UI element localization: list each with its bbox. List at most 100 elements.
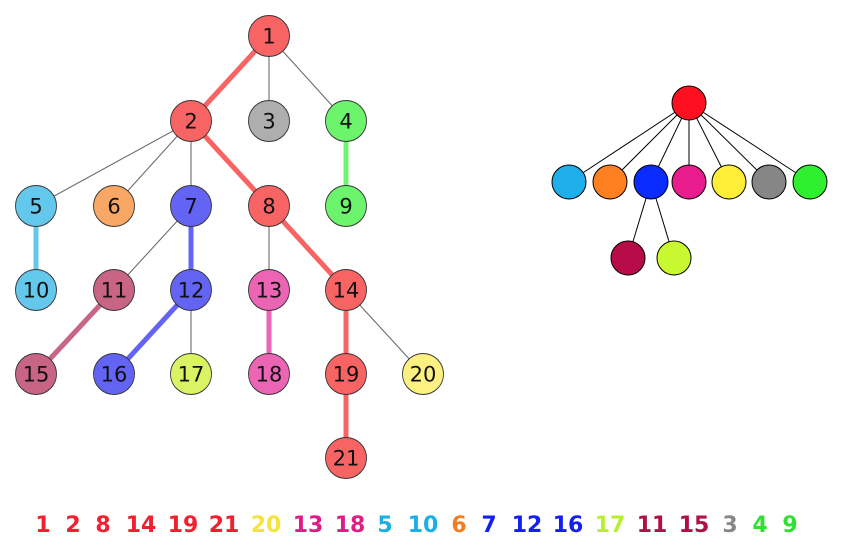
compressed-edge-root-c6 — [688, 102, 770, 183]
sequence-item-21: 21 — [209, 513, 240, 538]
tree-node-label: 15 — [23, 363, 50, 387]
tree-node-circle — [248, 353, 290, 395]
compressed-edge-root-c7 — [688, 102, 811, 183]
tree-node-11: 11 — [93, 269, 135, 311]
sequence-item-16: 16 — [553, 513, 584, 538]
sequence-item-20: 20 — [251, 513, 282, 538]
sequence-item-15: 15 — [679, 513, 710, 538]
tree-node-label: 18 — [256, 363, 283, 387]
compressed-node-g1 — [610, 240, 646, 276]
tree-node-circle — [325, 100, 367, 142]
compressed-node-c2 — [592, 164, 628, 200]
compressed-edge-root-c2 — [609, 102, 690, 183]
sequence-item-7: 7 — [481, 513, 496, 538]
tree-node-5: 5 — [15, 185, 57, 227]
sequence-item-14: 14 — [126, 513, 157, 538]
tree-node-label: 10 — [23, 279, 50, 303]
tree-node-label: 14 — [333, 279, 360, 303]
tree-node-label: 6 — [107, 195, 120, 219]
tree-node-6: 6 — [93, 185, 135, 227]
tree-node-label: 17 — [178, 363, 205, 387]
compressed-node-c1 — [551, 164, 587, 200]
sequence-item-13: 13 — [293, 513, 324, 538]
tree-node-circle — [325, 185, 367, 227]
tree-node-circle — [15, 269, 57, 311]
tree-node-16: 16 — [93, 353, 135, 395]
tree-node-8: 8 — [248, 185, 290, 227]
tree-node-label: 8 — [262, 195, 275, 219]
tree-node-label: 7 — [184, 195, 197, 219]
tree-node-10: 10 — [15, 269, 57, 311]
tree-node-circle — [93, 269, 135, 311]
tree-node-18: 18 — [248, 353, 290, 395]
tree-node-label: 19 — [333, 363, 360, 387]
tree-node-circle — [170, 100, 212, 142]
tree-node-17: 17 — [170, 353, 212, 395]
tree-node-label: 12 — [178, 279, 205, 303]
tree-node-circle — [248, 269, 290, 311]
tree-node-circle — [248, 15, 290, 57]
tree-node-14: 14 — [325, 269, 367, 311]
sequence-item-1: 1 — [35, 513, 50, 538]
sequence-item-2: 2 — [65, 513, 80, 538]
tree-node-circle — [15, 353, 57, 395]
sequence-item-18: 18 — [335, 513, 366, 538]
tree-node-circle — [170, 269, 212, 311]
compressed-tree-nodes — [551, 85, 828, 276]
tree-node-circle — [93, 185, 135, 227]
tree-node-2: 2 — [170, 100, 212, 142]
tree-node-20: 20 — [402, 353, 444, 395]
sequence-item-5: 5 — [377, 513, 392, 538]
tree-node-label: 20 — [410, 363, 437, 387]
sequence-item-6: 6 — [451, 513, 466, 538]
tree-node-label: 2 — [184, 110, 197, 134]
compressed-node-c7 — [792, 164, 828, 200]
tree-node-4: 4 — [325, 100, 367, 142]
compressed-node-c3 — [633, 164, 669, 200]
sequence-item-4: 4 — [752, 513, 767, 538]
tree-node-label: 11 — [101, 279, 128, 303]
tree-node-21: 21 — [325, 437, 367, 479]
tree-node-19: 19 — [325, 353, 367, 395]
compressed-node-root — [671, 85, 707, 121]
tree-node-label: 5 — [29, 195, 42, 219]
compressed-node-c6 — [751, 164, 787, 200]
tree-node-3: 3 — [248, 100, 290, 142]
tree-node-circle — [15, 185, 57, 227]
sequence-item-8: 8 — [95, 513, 110, 538]
tree-edges — [33, 34, 424, 458]
tree-node-label: 21 — [333, 447, 360, 471]
tree-node-label: 9 — [339, 195, 352, 219]
tree-node-circle — [325, 437, 367, 479]
compressed-node-c5 — [711, 164, 747, 200]
sequence-item-3: 3 — [722, 513, 737, 538]
compressed-node-c4 — [671, 164, 707, 200]
tree-node-circle — [402, 353, 444, 395]
tree-node-label: 16 — [101, 363, 128, 387]
tree-node-15: 15 — [15, 353, 57, 395]
tree-node-circle — [248, 185, 290, 227]
tree-node-circle — [325, 269, 367, 311]
tree-node-label: 13 — [256, 279, 283, 303]
sequence-item-10: 10 — [408, 513, 439, 538]
tree-node-1: 1 — [248, 15, 290, 57]
sequence-item-19: 19 — [168, 513, 199, 538]
tree-node-label: 1 — [262, 25, 275, 49]
tree-node-7: 7 — [170, 185, 212, 227]
tree-node-circle — [170, 353, 212, 395]
tree-node-circle — [248, 100, 290, 142]
sequence-item-12: 12 — [512, 513, 543, 538]
tree-node-label: 4 — [339, 110, 352, 134]
tree-node-circle — [170, 185, 212, 227]
tree-node-circle — [93, 353, 135, 395]
tree-node-13: 13 — [248, 269, 290, 311]
sequence-item-11: 11 — [637, 513, 668, 538]
sequence-item-17: 17 — [595, 513, 626, 538]
tree-node-circle — [325, 353, 367, 395]
tree-node-9: 9 — [325, 185, 367, 227]
compressed-node-g2 — [656, 240, 692, 276]
tree-node-12: 12 — [170, 269, 212, 311]
